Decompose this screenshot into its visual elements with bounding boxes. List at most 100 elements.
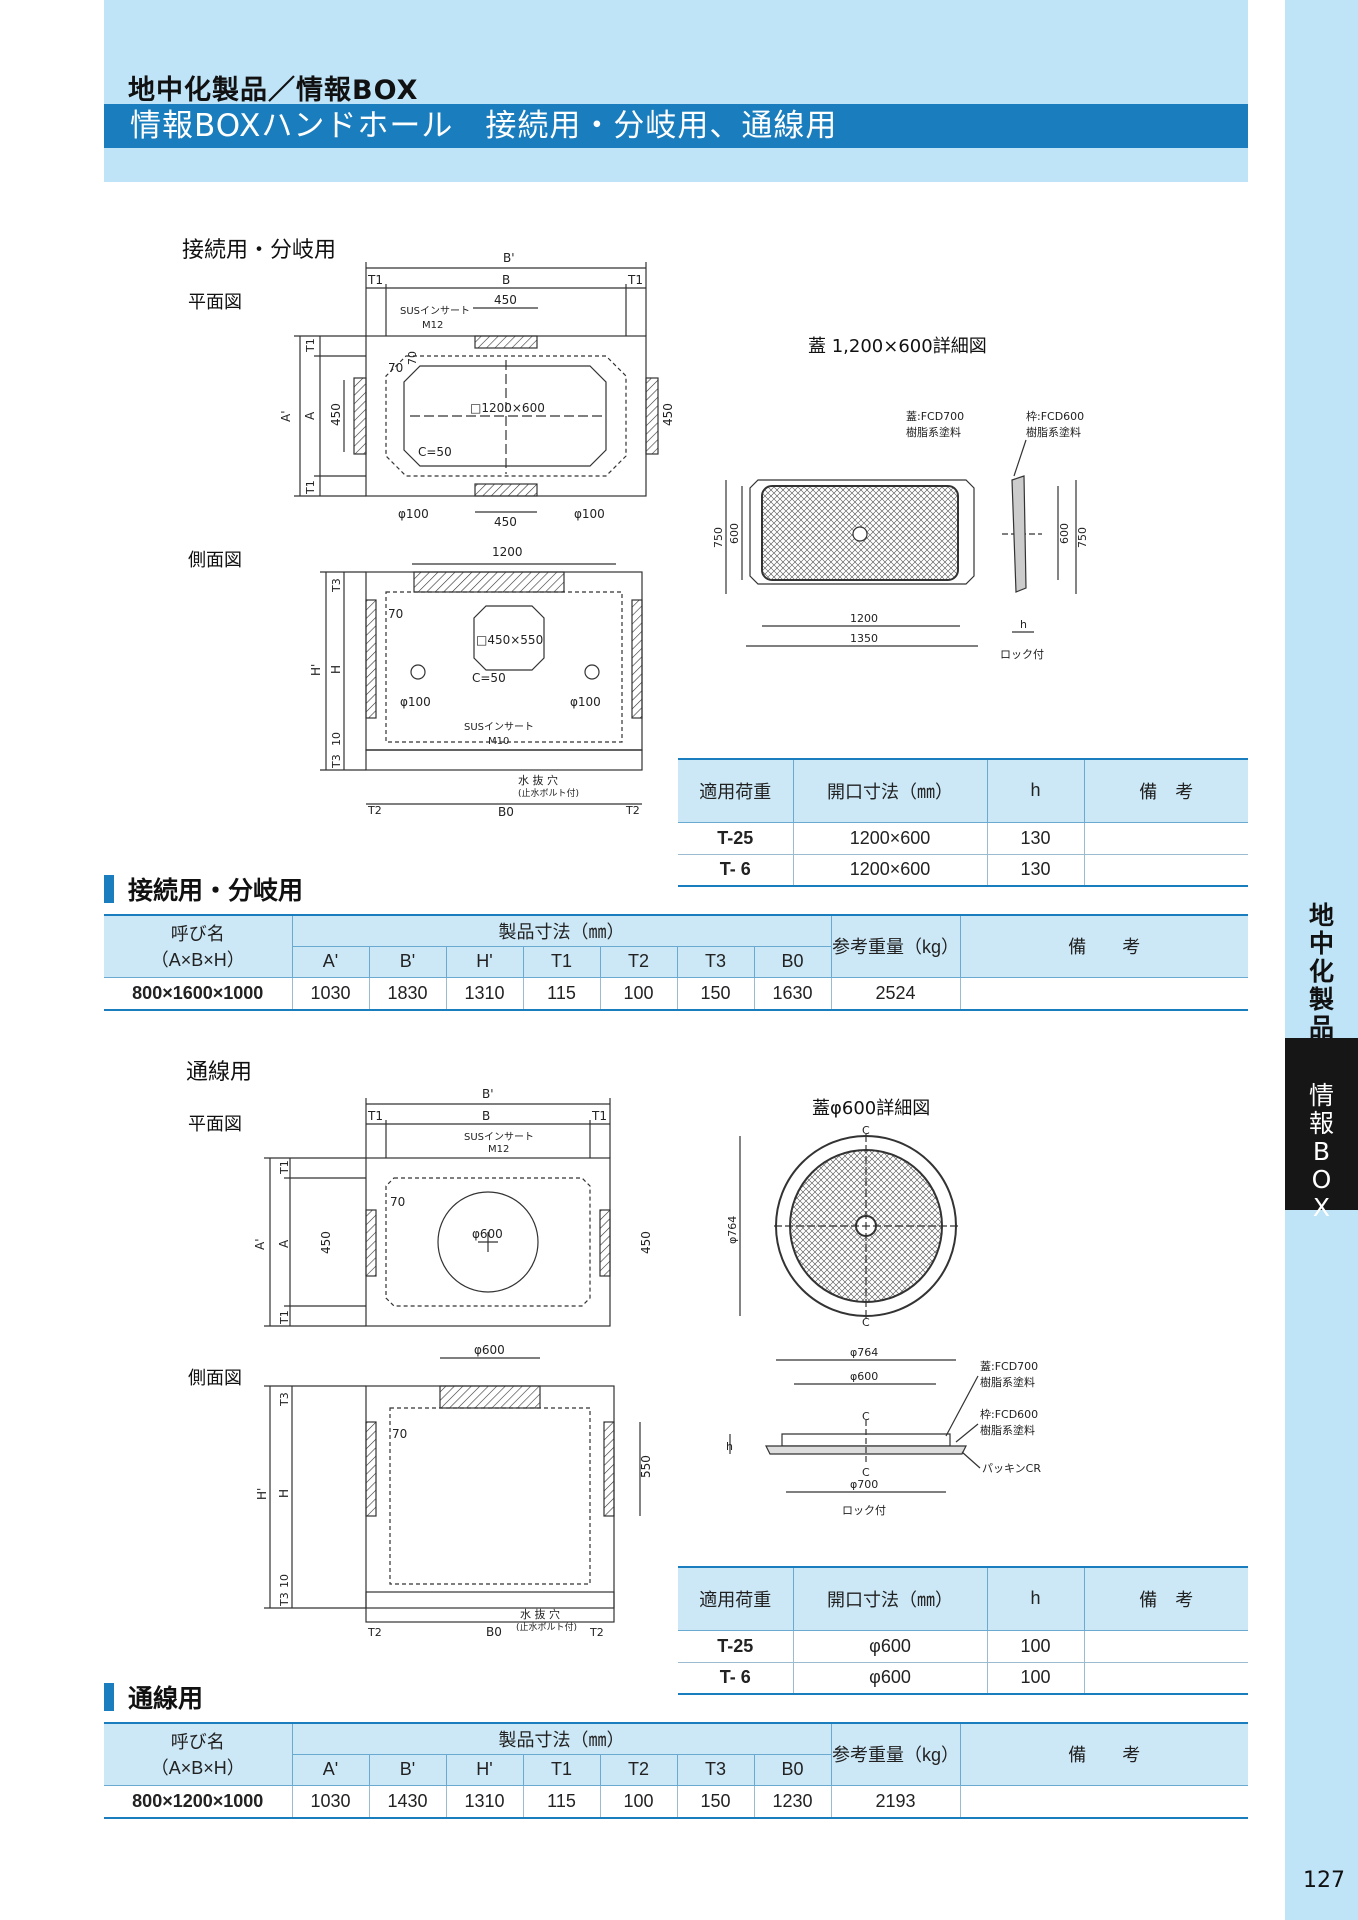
dims-header: 製品寸法（㎜） [291,1723,831,1755]
section1-title: 接続用・分岐用 [104,874,303,905]
frame-resin: 樹脂系塗料 [1026,425,1081,439]
dim-col-header: T3 [676,946,754,978]
remarks-value [959,1785,1248,1818]
lid-table-header: 適用荷重 [678,759,793,823]
side-t3-top: T3 [330,578,343,593]
plan2-b-prime: B' [482,1087,494,1101]
dim-col-header: T1 [522,1754,600,1786]
side-tab-info-box[interactable]: 情 報 B O X [1285,1038,1358,1222]
lid2-packing: パッキンCR [982,1462,1041,1475]
plan2-450-left: 450 [319,1231,333,1254]
side-dim-10: 10 [330,732,343,746]
dim-t1-value: 115 [522,1785,600,1818]
side2-b0: B0 [486,1625,502,1639]
dim-b-prime: B' [503,251,515,265]
plan2-t1-left: T1 [367,1109,383,1123]
dim-b0-value: 1630 [753,977,831,1010]
side2-drain-note: (止水ボルト付) [516,1621,577,1633]
side2-h-prime: H' [255,1488,269,1500]
weight-header: 参考重量（kg） [830,1723,960,1786]
section2-title-text: 通線用 [128,1684,204,1713]
side-phi100-left: φ100 [400,695,431,709]
lid-dim-750: 750 [712,527,725,548]
dim-a-prime-value: 1030 [291,1785,369,1818]
lid-table-header: h [986,759,1084,823]
side-tab-char: B [1312,1137,1331,1166]
dim-col-header: B' [368,946,446,978]
dim-b-prime-value: 1430 [368,1785,446,1818]
category-heading: 地中化製品／情報BOX [128,75,419,106]
lid-material: 蓋:FCD700 [906,410,964,423]
lid2-phi600: φ600 [850,1370,878,1383]
lid-table-header: 開口寸法（㎜） [792,1567,987,1631]
lid-lock-label: ロック付 [1000,648,1044,661]
table-row: T- 6 1200×600 130 [678,853,1248,886]
lid2-phi764-vertical: φ764 [726,1216,739,1244]
dim-t2-value: 100 [599,1785,677,1818]
dim-70-top: 70 [406,351,419,365]
side-tab-underground[interactable]: 地 中 化 製 品 [1285,898,1358,1042]
dim-b0-value: 1230 [753,1785,831,1818]
lid2-lid-resin: 樹脂系塗料 [980,1375,1035,1389]
lid-dim-750-right: 750 [1076,527,1089,548]
opening-size: 1200×600 [792,853,987,886]
product-name: 800×1600×1000 [132,982,264,1003]
lid2-phi764: φ764 [850,1346,878,1359]
lid2-lock: ロック付 [842,1504,886,1517]
section1-label: 接続用・分岐用 [182,238,337,263]
section1-spec-table: 呼び名 （A×B×H） 製品寸法（㎜） 参考重量（kg） 備 考 A' B' H… [104,914,1248,1011]
dim-450-left: 450 [329,403,343,426]
side-tab-char: 報 [1308,1109,1334,1138]
height-h: 100 [986,1661,1084,1694]
section1-lid-table: 適用荷重 開口寸法（㎜） h 備 考 T-25 1200×600 130 T- … [678,758,1248,887]
remarks-header: 備 考 [959,915,1248,978]
remarks [1083,822,1248,854]
plan2-450-right: 450 [639,1231,653,1254]
table-row: T-25 φ600 100 [678,1630,1248,1662]
side-t2-left: T2 [367,804,382,817]
section2-lid-table: 適用荷重 開口寸法（㎜） h 備 考 T-25 φ600 100 T- 6 φ6… [678,1566,1248,1695]
dim-b-prime-value: 1830 [368,977,446,1010]
lid-table-header: 備 考 [1083,759,1248,823]
dim-t1-lower: T1 [304,480,317,495]
section2-side-drawing: φ600 70 550 H' H T3 T3 10 水 抜 穴 (止水ボルト付)… [250,1343,670,1648]
frame-material: 枠:FCD600 [1026,409,1084,423]
weight-header: 参考重量（kg） [830,915,960,978]
dim-t3-value: 150 [676,977,754,1010]
lid-dim-1200: 1200 [850,612,878,625]
drain-note: (止水ボルト付) [518,787,579,799]
name-header-cell: 呼び名 （A×B×H） [104,915,292,978]
section-mark [104,875,114,903]
side-opening-label: □450×550 [476,633,543,647]
section1-plan-drawing: B' B T1 T1 450 SUSインサート M12 □1200×600 C=… [270,250,690,534]
section2-plan-drawing: B' B T1 T1 SUSインサート M12 φ600 70 A' A 450… [250,1086,670,1342]
lid2-phi700: φ700 [850,1478,878,1491]
side2-dim-550: 550 [639,1455,653,1478]
dim-col-header: H' [445,946,523,978]
side-tab-char: 中 [1308,929,1334,958]
lid-dim-600: 600 [728,523,741,544]
side-h: H [329,665,343,674]
weight-value: 2193 [830,1785,960,1818]
section-mark [104,1683,114,1711]
product-name: 800×1200×1000 [132,1790,264,1811]
lid-dim-600-right: 600 [1058,523,1071,544]
dim-col-header: T3 [676,1754,754,1786]
side-tab-char: X [1312,1193,1331,1222]
weight-value: 2524 [830,977,960,1010]
dim-t2-value: 100 [599,977,677,1010]
section2-title: 通線用 [104,1682,204,1713]
name-sub-header: （A×B×H） [150,950,245,971]
phi100-right: φ100 [574,507,605,521]
dim-col-header: T2 [599,1754,677,1786]
lid-table-header: 適用荷重 [678,1567,793,1631]
dims-header: 製品寸法（㎜） [291,915,831,947]
section2-lid-drawing: C C φ764 φ764 φ600 C C h φ700 ロック付 蓋:FCD… [710,1120,1070,1532]
remarks [1083,853,1248,886]
load-class: T- 6 [678,1661,793,1694]
section1-side-drawing: 1200 □450×550 C=50 70 φ100 φ100 SUSインサート… [300,540,680,824]
name-header: 呼び名 [170,924,225,945]
opening-label: □1200×600 [470,401,545,415]
dim-col-header: H' [445,1754,523,1786]
lid2-h: h [726,1440,733,1453]
